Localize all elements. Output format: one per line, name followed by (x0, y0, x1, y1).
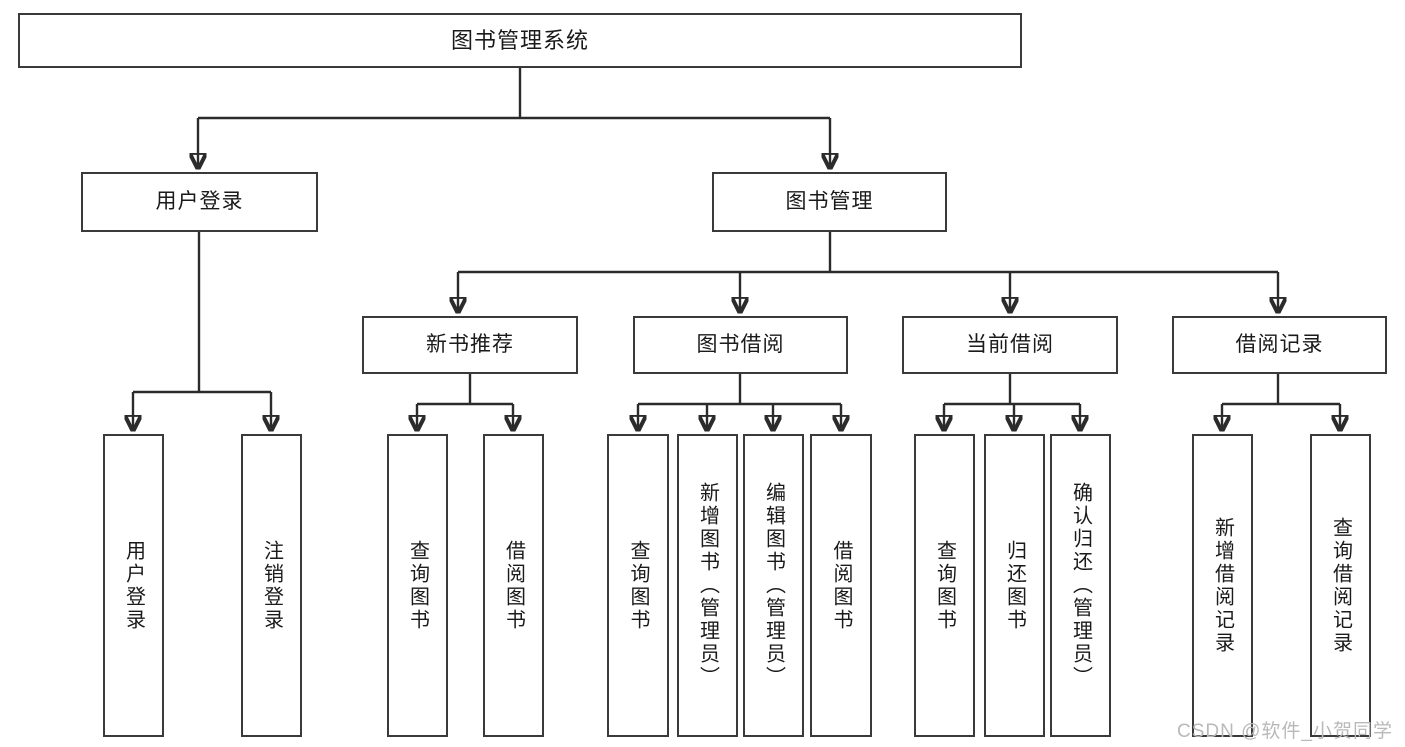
node-borrow-record[interactable]: 借阅记录 (1172, 316, 1387, 374)
leaf-add-borrow-record[interactable]: 新增借阅记录 (1192, 434, 1253, 737)
node-label: 图书借阅 (696, 332, 785, 356)
leaf-query-book-borrow[interactable]: 查询图书 (607, 434, 669, 737)
node-new-book-recommend[interactable]: 新书推荐 (362, 316, 578, 374)
node-label: 借阅图书 (502, 539, 525, 632)
node-label: 借阅记录 (1235, 332, 1324, 356)
node-label: 借阅图书 (830, 539, 852, 632)
node-label: 图书管理 (785, 189, 874, 213)
node-label: 查询图书 (933, 539, 956, 632)
node-label: 查询借阅记录 (1329, 516, 1352, 655)
node-label: 新书推荐 (426, 332, 514, 356)
leaf-user-login[interactable]: 用户登录 (103, 434, 164, 737)
node-label: 新增图书（管理员） (696, 482, 719, 689)
leaf-return-book[interactable]: 归还图书 (984, 434, 1045, 737)
leaf-query-book-current[interactable]: 查询图书 (914, 434, 975, 737)
leaf-add-book-admin[interactable]: 新增图书（管理员） (677, 434, 738, 737)
leaf-query-book-recommend[interactable]: 查询图书 (387, 434, 448, 737)
watermark: CSDN @软件_小贺同学 (1177, 721, 1393, 742)
node-label: 用户登录 (155, 189, 244, 213)
node-label: 编辑图书（管理员） (762, 482, 785, 689)
node-label: 查询图书 (627, 539, 649, 632)
node-label: 当前借阅 (966, 332, 1054, 356)
leaf-query-borrow-record[interactable]: 查询借阅记录 (1310, 434, 1371, 737)
node-book-borrow[interactable]: 图书借阅 (633, 316, 848, 374)
leaf-borrow-book[interactable]: 借阅图书 (810, 434, 872, 737)
leaf-borrow-book-recommend[interactable]: 借阅图书 (483, 434, 544, 737)
leaf-confirm-return-admin[interactable]: 确认归还（管理员） (1050, 434, 1111, 737)
node-label: 注销登录 (260, 539, 283, 632)
node-book-management-system[interactable]: 图书管理系统 (18, 13, 1022, 68)
leaf-logout[interactable]: 注销登录 (241, 434, 302, 737)
leaf-edit-book-admin[interactable]: 编辑图书（管理员） (743, 434, 804, 737)
node-label: 新增借阅记录 (1211, 516, 1234, 655)
node-label: 查询图书 (406, 539, 429, 632)
node-book-management[interactable]: 图书管理 (712, 172, 947, 232)
node-label: 图书管理系统 (450, 27, 589, 53)
node-label: 用户登录 (122, 539, 145, 632)
node-user-login[interactable]: 用户登录 (81, 172, 318, 232)
node-label: 归还图书 (1003, 539, 1026, 632)
node-current-borrow[interactable]: 当前借阅 (902, 316, 1118, 374)
node-label: 确认归还（管理员） (1069, 482, 1092, 689)
